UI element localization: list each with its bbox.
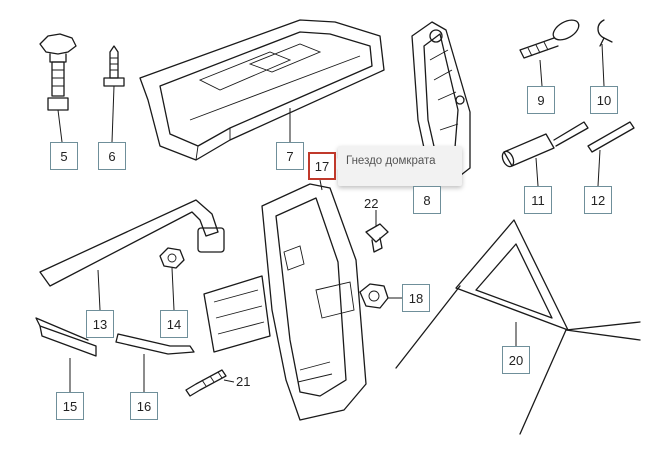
label-22[interactable]: 22: [364, 196, 379, 211]
part-20-drawing[interactable]: [395, 219, 641, 435]
label-21[interactable]: 21: [236, 374, 251, 389]
callout-14[interactable]: 14: [160, 310, 188, 338]
callout-7[interactable]: 7: [276, 142, 304, 170]
part-21-drawing[interactable]: [185, 369, 227, 397]
part-22-drawing[interactable]: [365, 223, 389, 253]
part-12-drawing[interactable]: [587, 121, 635, 153]
part-16-drawing[interactable]: [115, 333, 195, 355]
callout-12[interactable]: 12: [584, 186, 612, 214]
part-9-drawing[interactable]: [519, 16, 582, 59]
part-tooltip: Гнездо домкрата: [332, 146, 462, 186]
part-14-drawing[interactable]: [159, 247, 185, 269]
leader-lines: [57, 43, 605, 392]
callout-9[interactable]: 9: [527, 86, 555, 114]
part-13-drawing[interactable]: [39, 199, 225, 287]
callout-11[interactable]: 11: [524, 186, 552, 214]
callout-5[interactable]: 5: [50, 142, 78, 170]
part-11-drawing[interactable]: [500, 121, 589, 168]
callout-16[interactable]: 16: [130, 392, 158, 420]
part-10-drawing[interactable]: [597, 19, 613, 47]
callout-8[interactable]: 8: [413, 186, 441, 214]
callout-13[interactable]: 13: [86, 310, 114, 338]
callout-15[interactable]: 15: [56, 392, 84, 420]
part-18-drawing[interactable]: [359, 283, 389, 309]
callout-20[interactable]: 20: [502, 346, 530, 374]
part-6-drawing[interactable]: [103, 45, 125, 87]
callout-18[interactable]: 18: [402, 284, 430, 312]
callout-17[interactable]: 17: [308, 152, 336, 180]
part-7-drawing[interactable]: [139, 19, 385, 161]
part-8-drawing[interactable]: [411, 21, 471, 183]
callout-10[interactable]: 10: [590, 86, 618, 114]
part-5-drawing[interactable]: [39, 33, 77, 111]
part-15-drawing[interactable]: [35, 317, 97, 357]
callout-6[interactable]: 6: [98, 142, 126, 170]
part-17-drawing[interactable]: [203, 183, 367, 421]
